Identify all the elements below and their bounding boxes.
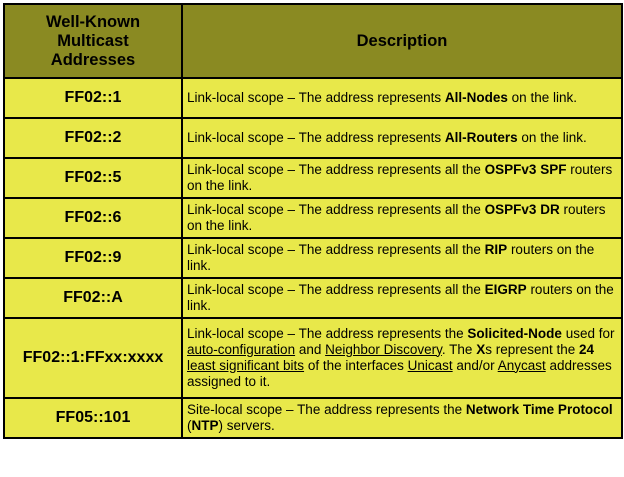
description-underlined-text: Anycast [497,357,546,373]
header-address-line: Multicast [57,31,129,50]
description-underlined-text: auto-configuration [187,341,296,357]
multicast-address-cell: FF05::101 [3,397,183,439]
description-text: and/or [452,357,498,373]
multicast-address-cell: FF02::9 [3,237,183,279]
description-bold-text: X [476,341,486,357]
description-text: s represent the [485,341,580,357]
description-text: used for [561,325,615,341]
description-text: on the link. [517,129,587,145]
description-text: routers on the link. [187,161,613,193]
description-bold-text: OSPFv3 DR [484,201,560,217]
multicast-address-cell: FF02::6 [3,197,183,239]
description-underlined-text: least significant bits [187,357,305,373]
description-bold-text: EIGRP [484,281,527,297]
header-address-line: Addresses [50,50,136,69]
header-address: Well-Known Multicast Addresses [3,3,183,79]
description-cell: Link-local scope – The address represent… [181,197,623,239]
multicast-address-table: Well-Known Multicast Addresses Descripti… [3,3,623,439]
description-text: . The [441,341,477,357]
description-text: ) servers. [218,417,275,433]
description-cell: Link-local scope – The address represent… [181,117,623,159]
description-text: Link-local scope – The address represent… [187,129,445,145]
description-text: Link-local scope – The address represent… [187,325,468,341]
description-cell: Site-local scope – The address represent… [181,397,623,439]
description-bold-text: RIP [484,241,508,257]
table-header-row: Well-Known Multicast Addresses Descripti… [3,3,623,79]
description-bold-text: All-Routers [444,129,518,145]
description-text: of the interfaces [304,357,408,373]
description-bold-text: NTP [191,417,219,433]
description-text: routers on the link. [187,201,606,233]
description-cell: Link-local scope – The address represent… [181,237,623,279]
description-text: Link-local scope – The address represent… [187,201,485,217]
description-text: ( [187,417,192,433]
multicast-address-cell: FF02::1:FFxx:xxxx [3,317,183,399]
description-text: Link-local scope – The address represent… [187,281,485,297]
description-cell: Link-local scope – The address represent… [181,277,623,319]
multicast-table-container: Well-Known Multicast Addresses Descripti… [3,3,623,439]
description-text: routers on the link. [187,241,595,273]
description-bold-text: OSPFv3 SPF [484,161,567,177]
multicast-address-cell: FF02::1 [3,77,183,119]
description-text: Site-local scope – The address represent… [187,401,466,417]
description-bold-text: All-Nodes [444,89,508,105]
description-underlined-text: Unicast [407,357,453,373]
description-bold-text: Network Time Protocol [465,401,613,417]
description-cell: Link-local scope – The address represent… [181,77,623,119]
header-description: Description [181,3,623,79]
description-underlined-text: Neighbor Discovery [325,341,442,357]
header-address-line: Well-Known [45,12,141,31]
multicast-address-cell: FF02::A [3,277,183,319]
description-text: Link-local scope – The address represent… [187,241,485,257]
description-bold-text: 24 [579,341,595,357]
description-text: on the link. [507,89,577,105]
description-text: routers on the link. [187,281,614,313]
description-cell: Link-local scope – The address represent… [181,157,623,199]
description-text: and [295,341,326,357]
description-text: addresses assigned to it. [187,357,612,389]
description-bold-text: Solicited-Node [467,325,562,341]
description-cell: Link-local scope – The address represent… [181,317,623,399]
description-text: Link-local scope – The address represent… [187,161,485,177]
multicast-address-cell: FF02::2 [3,117,183,159]
description-text: Link-local scope – The address represent… [187,89,445,105]
multicast-address-cell: FF02::5 [3,157,183,199]
